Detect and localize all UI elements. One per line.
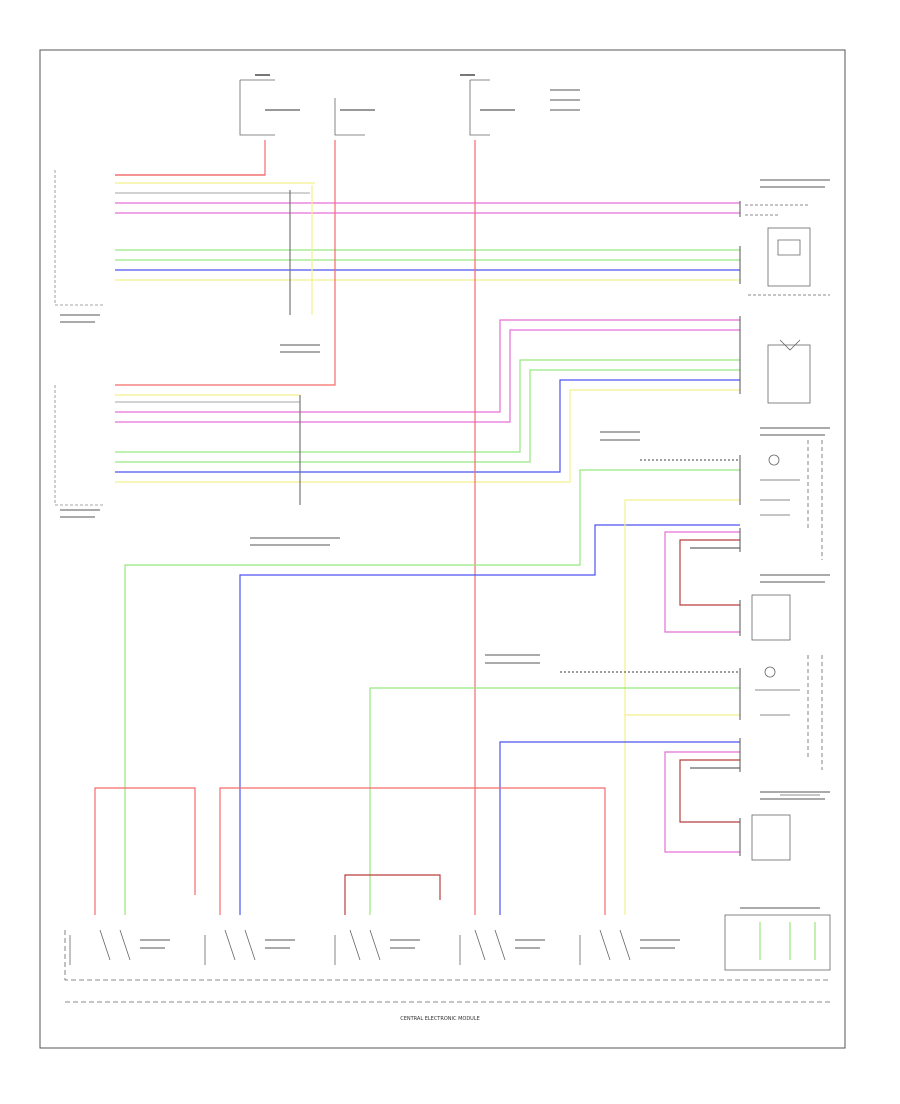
module-green-leads [759, 922, 816, 960]
right-rear-window-motor [751, 574, 820, 641]
wires-vertical [94, 140, 740, 915]
diagram-frame [39, 49, 846, 1049]
left-rear-door-switch [755, 655, 823, 770]
module-labels [140, 907, 820, 949]
right-rear-wires [560, 459, 740, 853]
fuse-labels [255, 74, 580, 111]
wires-upper [115, 140, 740, 386]
right-labels [250, 179, 830, 800]
module-title: CENTRAL ELECTRONIC MODULE [400, 1016, 480, 1022]
front-right-door-switch [760, 440, 823, 560]
left-rear-window-motor [751, 794, 820, 861]
front-left-window-motor [745, 204, 830, 296]
left-front-door-module [54, 170, 105, 506]
module-captions [60, 314, 100, 518]
front-right-window-motor [767, 339, 811, 404]
central-module-switches [64, 914, 831, 1003]
wires-lower [115, 319, 740, 505]
fuse-box-left [239, 79, 490, 136]
